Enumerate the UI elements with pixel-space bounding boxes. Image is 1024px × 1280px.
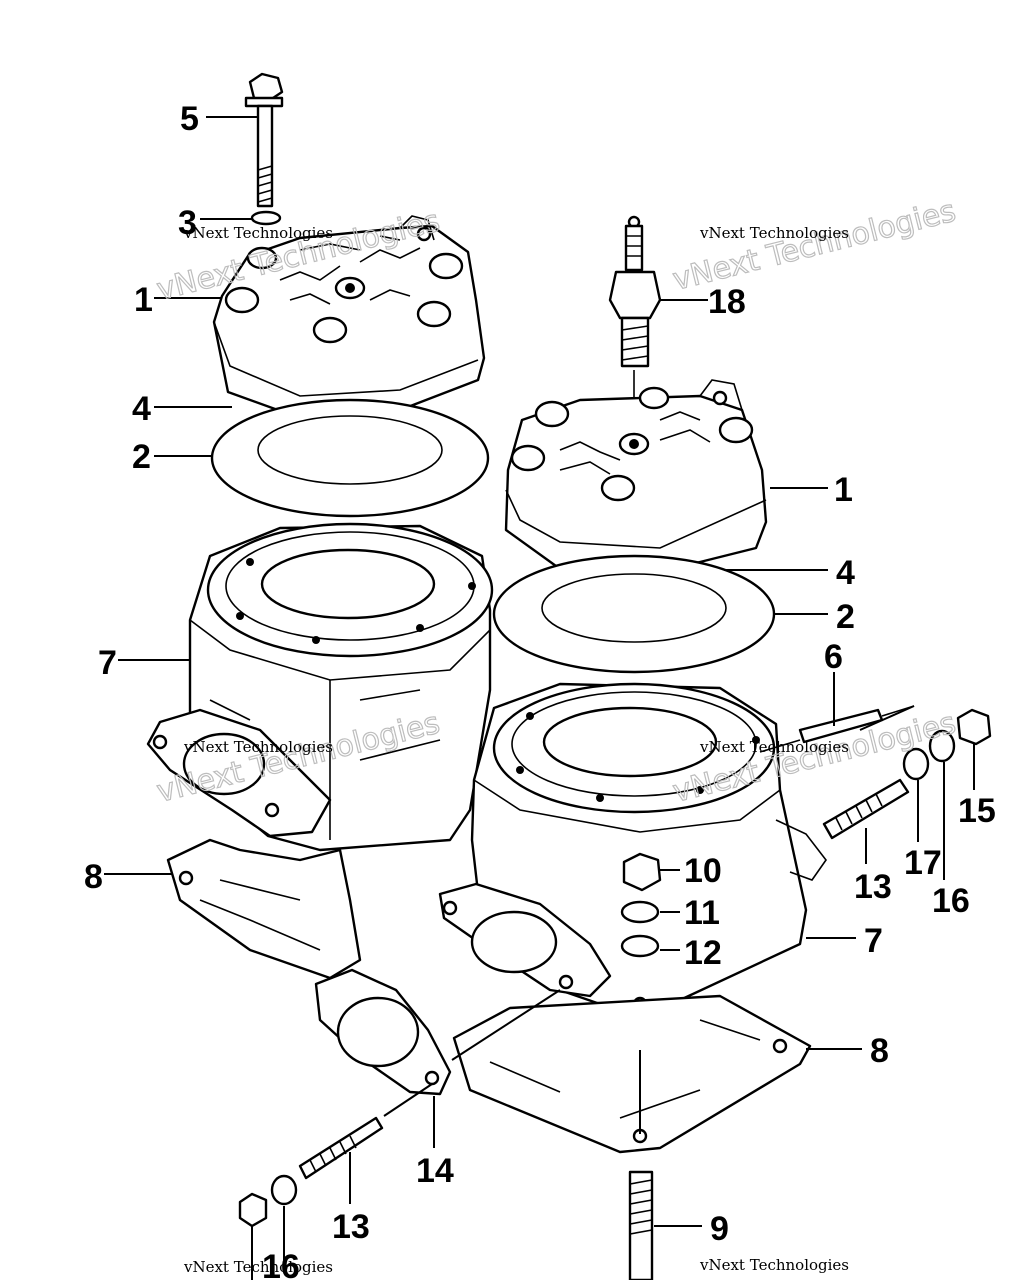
washer-bottom-left	[270, 1174, 298, 1206]
washer-right-inner	[902, 747, 930, 781]
leader-lines	[104, 116, 975, 1280]
callout-4-right: 4	[836, 554, 855, 592]
callout-11: 11	[684, 894, 720, 932]
callout-3: 3	[178, 204, 197, 242]
callout-9: 9	[710, 1210, 729, 1248]
callout-5: 5	[180, 100, 199, 138]
head-bolt	[244, 72, 284, 208]
head-gasket-left-outer	[210, 398, 490, 518]
callout-16-left: 16	[262, 1248, 300, 1280]
cylinder-head-right	[504, 379, 768, 574]
stud-right	[822, 778, 910, 840]
nut-bottom-left	[238, 1192, 268, 1228]
base-gasket-right	[452, 994, 812, 1154]
lock-washer	[620, 900, 660, 924]
exhaust-gasket	[314, 968, 452, 1096]
callout-labels: 5 3 1 4 2 7 8 18 1 4 2 6 15 17 16 13 10 …	[84, 100, 996, 1280]
flat-washer	[620, 934, 660, 958]
callout-1-right: 1	[834, 471, 853, 509]
callout-2-left: 2	[132, 438, 151, 476]
washer-right-outer	[928, 729, 956, 763]
head-gasket-right-inner	[541, 573, 727, 643]
callout-8-left: 8	[84, 858, 103, 896]
callout-8-right: 8	[870, 1032, 889, 1070]
stud-bottom-left	[298, 1116, 384, 1180]
callout-6: 6	[824, 638, 843, 676]
watermark-small-4: vNext Technologies	[699, 738, 849, 756]
callout-2-right: 2	[836, 598, 855, 636]
watermark-small-5: vNext Technologies	[183, 1258, 333, 1276]
callout-13-right: 13	[854, 868, 892, 906]
callout-16-right: 16	[932, 882, 970, 920]
watermark-small-2: vNext Technologies	[699, 224, 849, 242]
watermark-large-2: vNext Technologies	[669, 194, 959, 298]
cylinder-nut	[622, 852, 662, 892]
cylinder-stud	[628, 1170, 654, 1280]
callout-15: 15	[958, 792, 996, 830]
base-gasket-left	[166, 838, 362, 980]
head-gasket-left-inner	[257, 415, 443, 485]
callout-13-left: 13	[332, 1208, 370, 1246]
callout-7-right: 7	[864, 922, 883, 960]
callout-12: 12	[684, 934, 722, 972]
cylinder-head-left	[212, 215, 486, 420]
watermark-small-1: vNext Technologies	[183, 224, 333, 242]
callout-10: 10	[684, 852, 722, 890]
bolt-washer	[250, 210, 282, 226]
callout-7-left: 7	[98, 644, 117, 682]
nut-right	[956, 708, 992, 746]
watermark-small-6: vNext Technologies	[699, 1256, 849, 1274]
callout-4-left: 4	[132, 390, 151, 428]
spark-plug	[608, 215, 662, 444]
watermark-small-3: vNext Technologies	[183, 738, 333, 756]
callout-14: 14	[416, 1152, 454, 1190]
cylinder-block-left	[146, 522, 494, 852]
callout-17: 17	[904, 844, 942, 882]
callout-18: 18	[708, 283, 746, 321]
callout-1-left: 1	[134, 281, 153, 319]
